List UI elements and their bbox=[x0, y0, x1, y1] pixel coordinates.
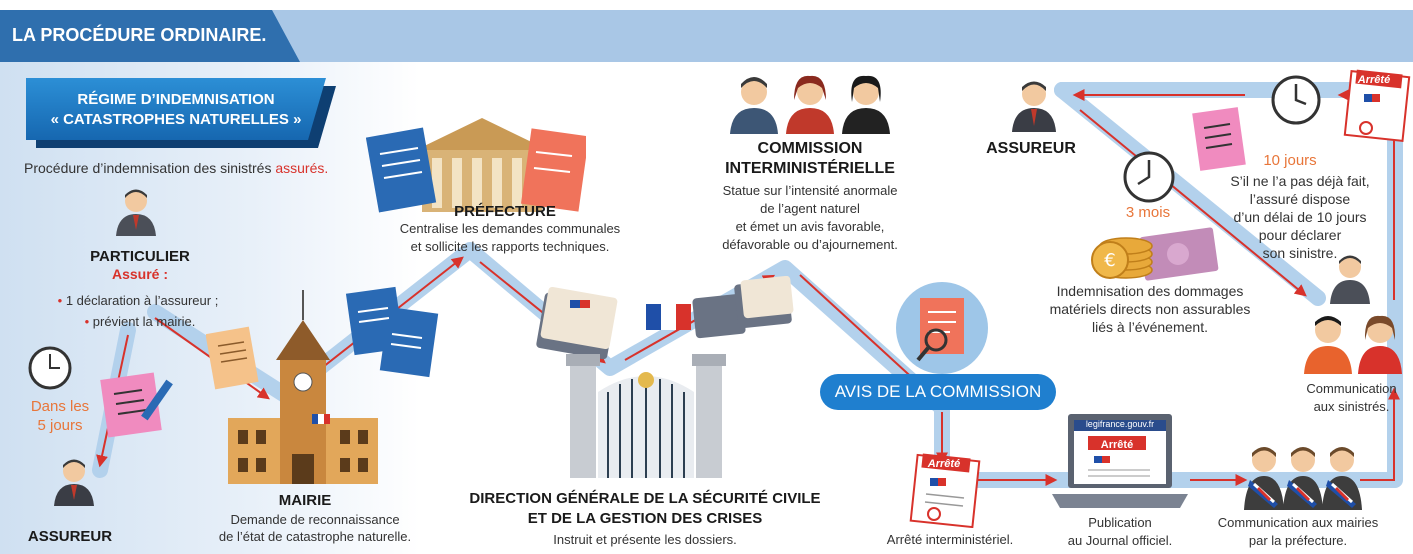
blue-documents-icon bbox=[345, 286, 439, 378]
publication-line1: Publication bbox=[1088, 515, 1152, 530]
mayors-icon bbox=[1244, 447, 1362, 510]
french-flag-icon bbox=[646, 304, 691, 330]
indemnisation-line3: liés à l’événement. bbox=[1092, 319, 1208, 335]
dgscgc-title-line1: DIRECTION GÉNÉRALE DE LA SÉCURITÉ CIVILE bbox=[469, 490, 821, 507]
clock-10-days-icon bbox=[1271, 75, 1321, 125]
delay-10-line5: son sinistre. bbox=[1262, 245, 1338, 261]
intro-text: Procédure d’indemnisation des sinistrés … bbox=[24, 160, 384, 177]
publication-line2: au Journal officiel. bbox=[1067, 533, 1173, 548]
commission-desc-line4: défavorable ou d’ajournement. bbox=[722, 237, 898, 252]
mairie-building-icon bbox=[228, 290, 378, 484]
communication-sinistres-line2: aux sinistrés. bbox=[1313, 399, 1390, 414]
review-magnifier-icon bbox=[896, 282, 988, 374]
clock-icon bbox=[28, 346, 72, 390]
delay-10-line4: pour déclarer bbox=[1258, 227, 1342, 243]
assureur-left-label: ASSUREUR bbox=[27, 528, 113, 545]
particulier-item1: • 1 déclaration à l’assureur ; bbox=[57, 293, 219, 308]
delay-5-days: Dans les 5 jours bbox=[20, 397, 100, 435]
page-title: LA PROCÉDURE ORDINAIRE. bbox=[12, 25, 267, 45]
delay-5-line2: 5 jours bbox=[37, 417, 83, 434]
assureur-right-label: ASSUREUR bbox=[986, 140, 1076, 157]
delay-10-line2: l’assuré dispose bbox=[1249, 191, 1351, 207]
laptop-icon bbox=[1052, 414, 1188, 508]
assureur-right-icon bbox=[1012, 81, 1056, 132]
arrete-document-icon bbox=[909, 453, 981, 528]
delay-10-days: 10 jours bbox=[1263, 152, 1317, 169]
regime-banner: RÉGIME D’INDEMNISATION « CATASTROPHES NA… bbox=[26, 78, 326, 140]
binder-files-icon bbox=[692, 276, 794, 339]
prefecture-building-icon bbox=[366, 118, 586, 213]
sinistres-people-icon bbox=[1304, 315, 1402, 374]
prefecture-desc-line1: Centralise les demandes communales bbox=[399, 221, 621, 236]
commission-desc-line3: et émet un avis favorable, bbox=[735, 219, 885, 234]
delay-5-line1: Dans les bbox=[30, 398, 90, 415]
delay-10-line3: d’un délai de 10 jours bbox=[1233, 209, 1367, 225]
mairie-title: MAIRIE bbox=[278, 492, 332, 509]
commission-title-line2: INTERMINISTÉRIELLE bbox=[725, 160, 895, 177]
mairie-desc-line1: Demande de reconnaissance bbox=[230, 512, 400, 527]
intro-label: Procédure d’indemnisation des sinistrés bbox=[24, 160, 276, 176]
indemnisation-line2: matériels directs non assurables bbox=[1049, 301, 1251, 317]
particulier-title: PARTICULIER bbox=[90, 248, 190, 265]
mairie-desc-line2: de l’état de catastrophe naturelle. bbox=[218, 529, 412, 544]
arrete-doc-label: Arrêté bbox=[927, 458, 961, 470]
intro-highlight: assurés. bbox=[275, 160, 329, 176]
prefecture-desc-line2: et sollicite les rapports techniques. bbox=[410, 239, 610, 254]
pink-declaration-icon bbox=[1192, 107, 1246, 171]
particulier-item2: • prévient la mairie. bbox=[84, 314, 196, 329]
commission-desc-line2: de l’agent naturel bbox=[760, 201, 860, 216]
legifrance-site: legifrance.gouv.fr bbox=[1085, 419, 1155, 429]
arrete-right-label: Arrêté bbox=[1357, 74, 1391, 86]
laptop-arrete-label: Arrêté bbox=[1100, 439, 1134, 451]
arrete-interministeriel-label: Arrêté interministériel. bbox=[886, 532, 1014, 547]
clock-3-months-icon bbox=[1123, 151, 1175, 203]
assureur-left-icon bbox=[54, 459, 94, 506]
header-tab bbox=[0, 10, 300, 62]
dgscgc-gate-icon bbox=[566, 354, 726, 478]
svg-text:€: € bbox=[1104, 250, 1115, 271]
commission-title-line1: COMMISSION bbox=[757, 140, 863, 157]
regime-line2: « CATASTROPHES NATURELLES » bbox=[50, 111, 302, 128]
dgscgc-desc: Instruit et présente les dossiers. bbox=[553, 532, 737, 547]
binder-file-icon bbox=[536, 286, 618, 360]
communication-mairies-line2: par la préfecture. bbox=[1248, 533, 1348, 548]
form-document-icon bbox=[206, 326, 259, 390]
regime-line1: RÉGIME D’INDEMNISATION bbox=[77, 91, 275, 108]
commission-people-icon bbox=[730, 75, 890, 134]
person-icon bbox=[116, 189, 156, 236]
delay-3-months: 3 mois bbox=[1125, 204, 1171, 221]
indemnisation-line1: Indemnisation des dommages bbox=[1056, 283, 1244, 299]
communication-mairies-line1: Communication aux mairies bbox=[1217, 515, 1379, 530]
communication-sinistres-line1: Communication bbox=[1306, 381, 1397, 396]
delay-10-line1: S’il ne l’a pas déjà fait, bbox=[1230, 173, 1370, 189]
arrete-right-icon bbox=[1343, 69, 1411, 142]
declaration-document-icon bbox=[100, 372, 173, 438]
avis-commission-badge: AVIS DE LA COMMISSION bbox=[820, 374, 1056, 410]
dgscgc-title-line2: ET DE LA GESTION DES CRISES bbox=[527, 510, 763, 527]
particulier-subtitle: Assuré : bbox=[111, 266, 169, 282]
commission-desc-line1: Statue sur l’intensité anormale bbox=[722, 183, 898, 198]
sinistre-person-icon bbox=[1330, 255, 1370, 304]
money-icon: € bbox=[1091, 227, 1219, 281]
prefecture-title: PRÉFECTURE bbox=[454, 203, 556, 220]
